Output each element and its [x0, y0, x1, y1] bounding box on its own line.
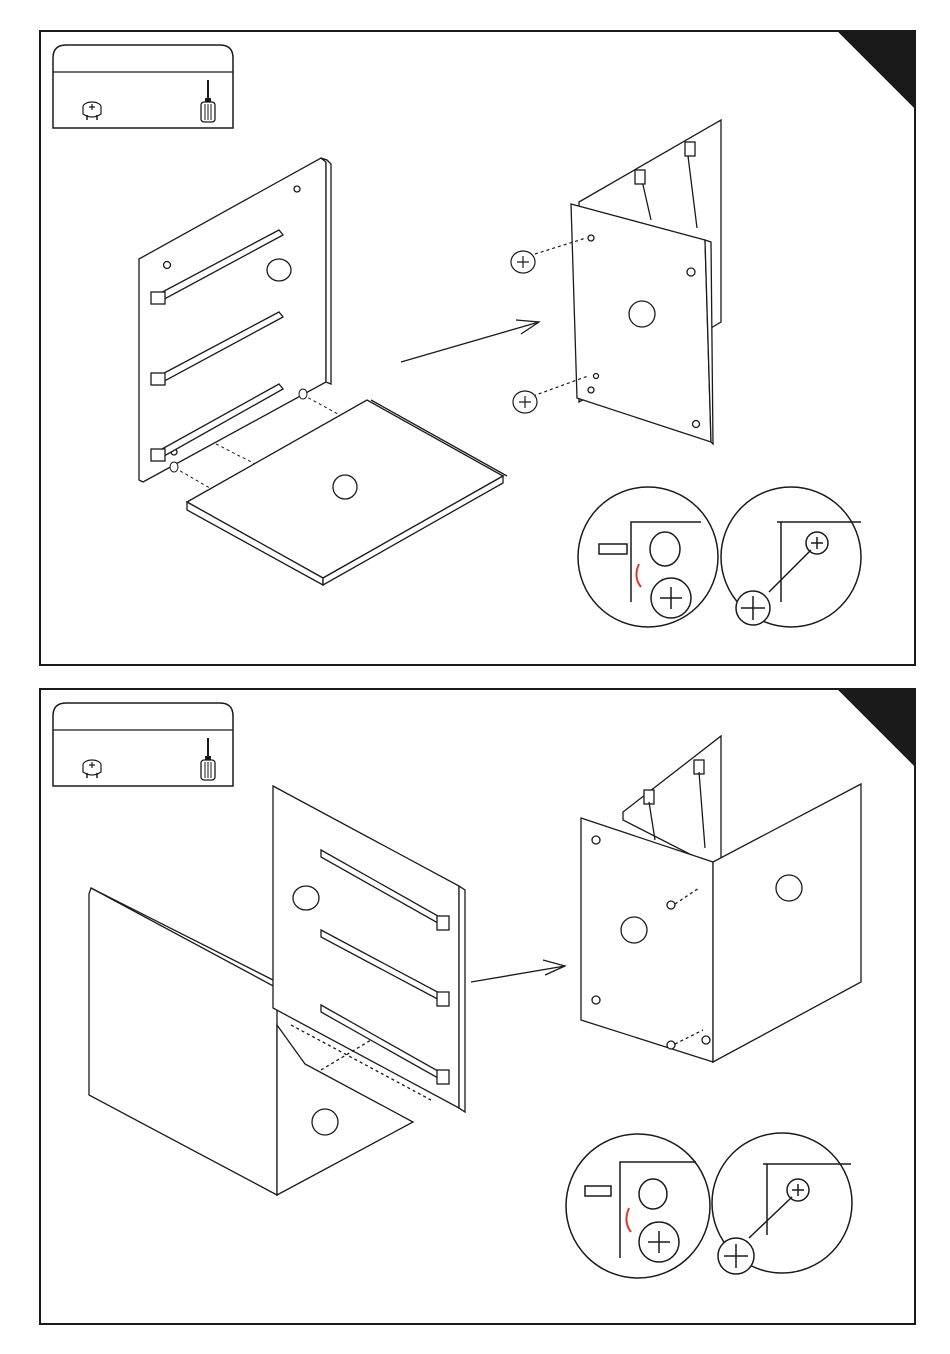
- direction-arrow: [401, 320, 539, 362]
- assembled-carcass: [581, 736, 861, 1062]
- detail-insert-cam: [578, 487, 718, 627]
- side-panel-with-runners: [139, 158, 331, 482]
- detail-insert-dowel: [566, 1134, 710, 1278]
- step-2-panel: [39, 688, 916, 1325]
- direction-arrow: [471, 960, 565, 982]
- detail-tighten-screw: [712, 1133, 852, 1274]
- assembled-carcass: [571, 120, 721, 444]
- left-side-panel: [89, 888, 277, 1195]
- detail-tighten-cam: [721, 487, 861, 627]
- step-1-panel: [39, 30, 916, 666]
